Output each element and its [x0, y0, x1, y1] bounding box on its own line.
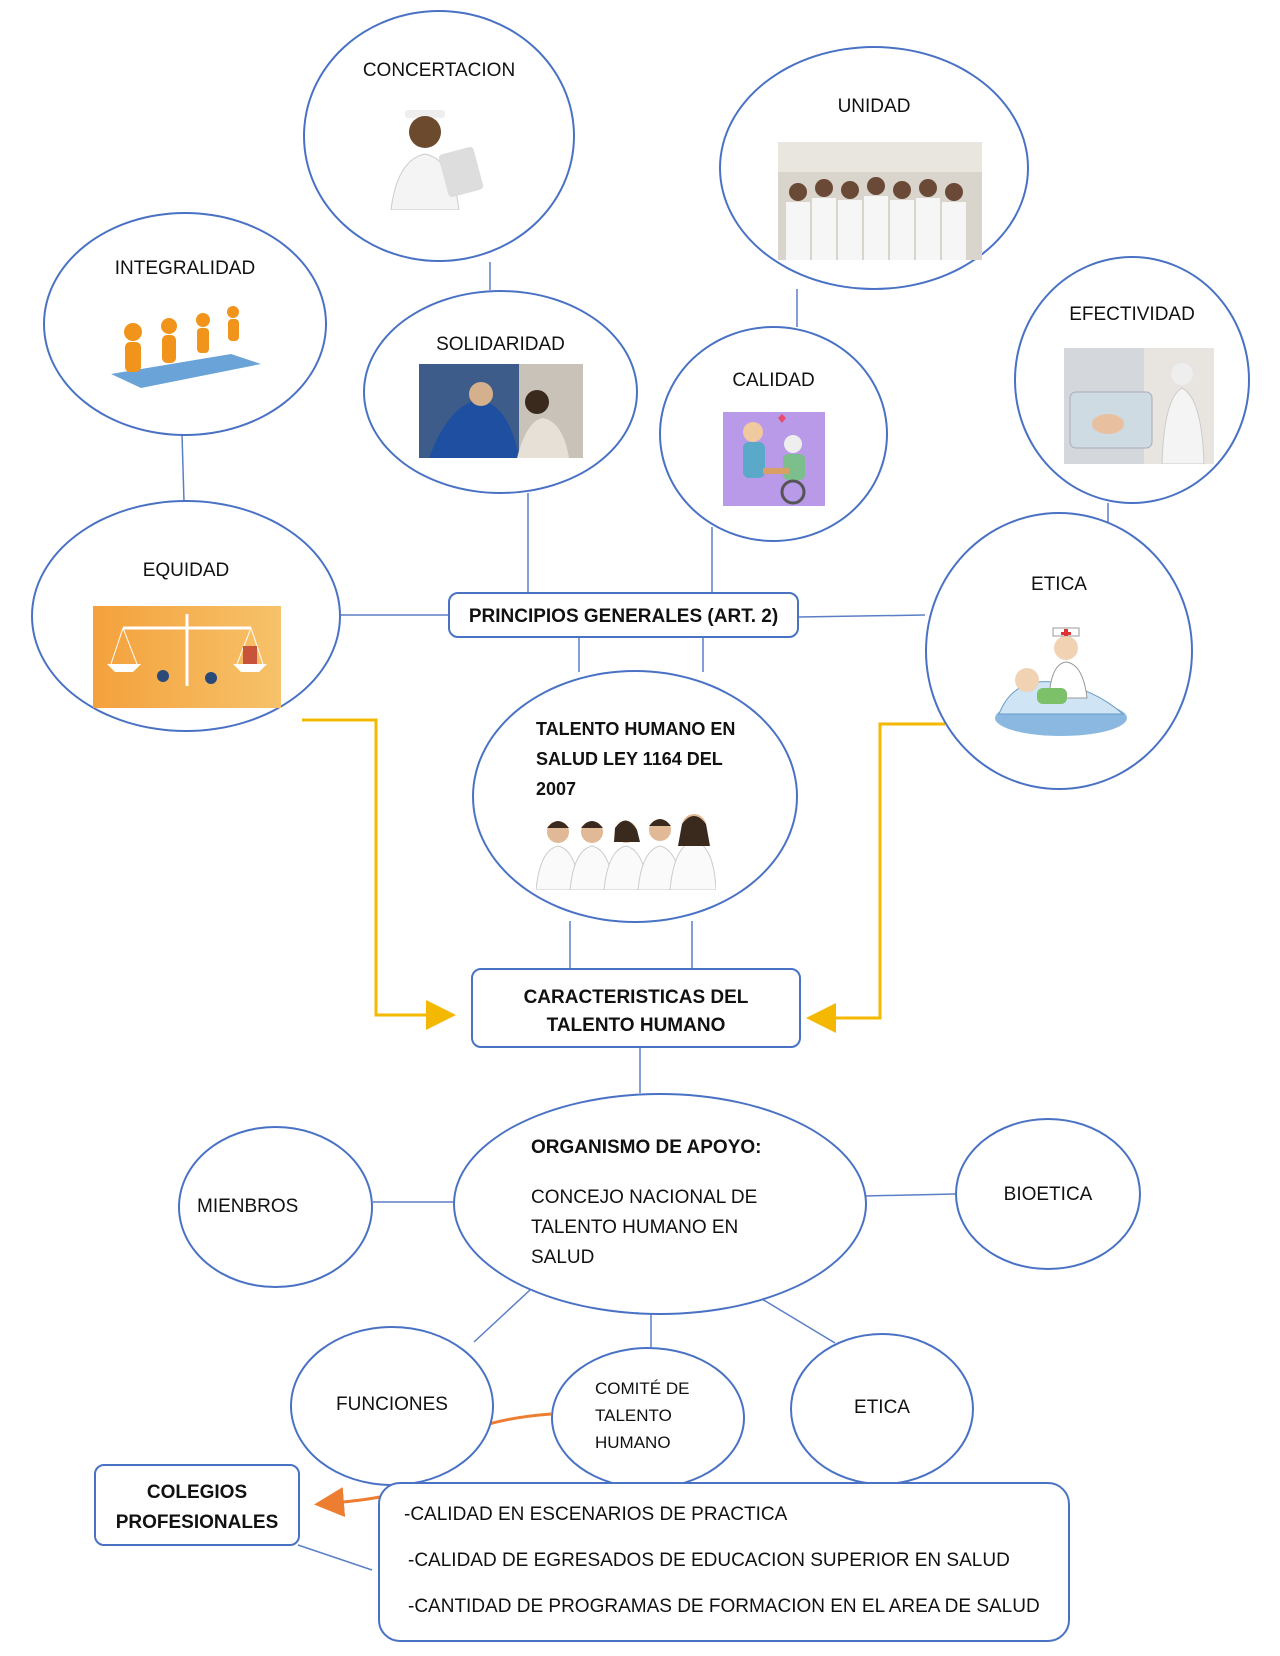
node-etica-bottom-label: ETICA	[854, 1397, 910, 1418]
puzzle-people-image	[111, 304, 261, 394]
list-item-3: -CANTIDAD DE PROGRAMAS DE FORMACION EN E…	[408, 1596, 1040, 1617]
node-principios-generales: PRINCIPIOS GENERALES (ART. 2)	[448, 592, 799, 638]
node-bioetica: BIOETICA	[955, 1118, 1141, 1270]
nurse-patient-image	[993, 618, 1129, 738]
comite-line-1: COMITÉ DE	[595, 1379, 690, 1398]
node-calidad-label: CALIDAD	[732, 370, 815, 391]
organismo-line-3: SALUD	[531, 1247, 595, 1268]
colegios-line-1: COLEGIOS	[146, 1482, 248, 1503]
node-efectividad-label: EFECTIVIDAD	[1069, 304, 1195, 325]
node-mienbros-label: MIENBROS	[197, 1196, 299, 1217]
balance-scale-image	[93, 606, 281, 708]
organismo-line-2: TALENTO HUMANO EN	[531, 1217, 739, 1238]
caracteristicas-line-1: CARACTERISTICAS DEL	[523, 987, 749, 1008]
node-equidad-label: EQUIDAD	[142, 560, 230, 581]
node-unidad-label: UNIDAD	[837, 96, 911, 117]
talento-line-1: TALENTO HUMANO EN	[536, 719, 736, 739]
node-funciones-label: FUNCIONES	[336, 1394, 448, 1415]
solidaridad-photo	[419, 364, 583, 458]
organismo-title: ORGANISMO DE APOYO:	[531, 1137, 762, 1158]
neonatal-care-photo	[1064, 348, 1214, 464]
connector-organismo-etica	[761, 1298, 836, 1344]
node-calidad: CALIDAD	[659, 326, 888, 542]
node-talento-label: TALENTO HUMANO EN SALUD LEY 1164 DEL 200…	[536, 714, 735, 804]
talento-line-2: SALUD LEY 1164 DEL	[536, 749, 723, 769]
connector-organismo-bioetica	[863, 1193, 956, 1197]
node-comite: COMITÉ DE TALENTO HUMANO	[551, 1347, 745, 1489]
connector-principios-etica	[798, 614, 926, 618]
node-bioetica-label: BIOETICA	[1003, 1184, 1093, 1205]
node-principios-label: PRINCIPIOS GENERALES (ART. 2)	[468, 606, 779, 627]
yellow-arrow-right	[806, 722, 945, 1033]
comite-line-3: HUMANO	[595, 1433, 671, 1452]
team-photo	[778, 142, 982, 260]
caregiver-image	[723, 412, 825, 506]
node-organismo-apoyo: ORGANISMO DE APOYO: CONCEJO NACIONAL DE …	[453, 1093, 867, 1315]
organismo-line-1: CONCEJO NACIONAL DE	[531, 1187, 758, 1208]
colegios-line-2: PROFESIONALES	[115, 1512, 279, 1533]
node-colegios-profesionales: COLEGIOS PROFESIONALES	[94, 1464, 300, 1546]
node-solidaridad-label: SOLIDARIDAD	[436, 334, 565, 355]
node-caracteristicas-label: CARACTERISTICAS DEL TALENTO HUMANO	[473, 984, 799, 1040]
node-concertacion-label: CONCERTACION	[362, 60, 516, 81]
node-solidaridad: SOLIDARIDAD	[363, 290, 638, 494]
connector-integralidad-equidad	[181, 433, 185, 503]
organismo-body: CONCEJO NACIONAL DE TALENTO HUMANO EN SA…	[531, 1183, 757, 1273]
node-comite-label: COMITÉ DE TALENTO HUMANO	[595, 1375, 689, 1456]
node-concertacion: CONCERTACION	[303, 10, 575, 262]
node-etica-top: ETICA	[925, 512, 1193, 790]
yellow-arrow-left	[302, 718, 456, 1030]
connector-organismo-funciones	[473, 1289, 531, 1343]
node-talento-humano: TALENTO HUMANO EN SALUD LEY 1164 DEL 200…	[472, 670, 798, 923]
connector-colegios-list	[297, 1544, 373, 1571]
node-efectividad: EFECTIVIDAD	[1014, 256, 1250, 504]
node-etica-top-label: ETICA	[1031, 574, 1087, 595]
doctors-group-image	[536, 810, 716, 890]
comite-line-2: TALENTO	[595, 1406, 672, 1425]
node-unidad: UNIDAD	[719, 46, 1029, 290]
nurse-image	[387, 110, 495, 210]
node-integralidad: INTEGRALIDAD	[43, 212, 327, 436]
node-colegios-label: COLEGIOS PROFESIONALES	[96, 1478, 298, 1538]
list-item-1: -CALIDAD EN ESCENARIOS DE PRACTICA	[404, 1504, 788, 1525]
node-equidad: EQUIDAD	[31, 500, 341, 732]
talento-line-3: 2007	[536, 779, 577, 799]
caracteristicas-line-2: TALENTO HUMANO	[546, 1015, 726, 1036]
node-etica-bottom: ETICA	[790, 1333, 974, 1485]
node-caracteristicas: CARACTERISTICAS DEL TALENTO HUMANO	[471, 968, 801, 1048]
node-funciones: FUNCIONES	[290, 1326, 494, 1486]
node-integralidad-label: INTEGRALIDAD	[114, 258, 256, 279]
node-list-box: -CALIDAD EN ESCENARIOS DE PRACTICA -CALI…	[378, 1482, 1070, 1642]
node-mienbros: MIENBROS	[178, 1126, 373, 1288]
list-item-2: -CALIDAD DE EGRESADOS DE EDUCACION SUPER…	[408, 1550, 1010, 1571]
